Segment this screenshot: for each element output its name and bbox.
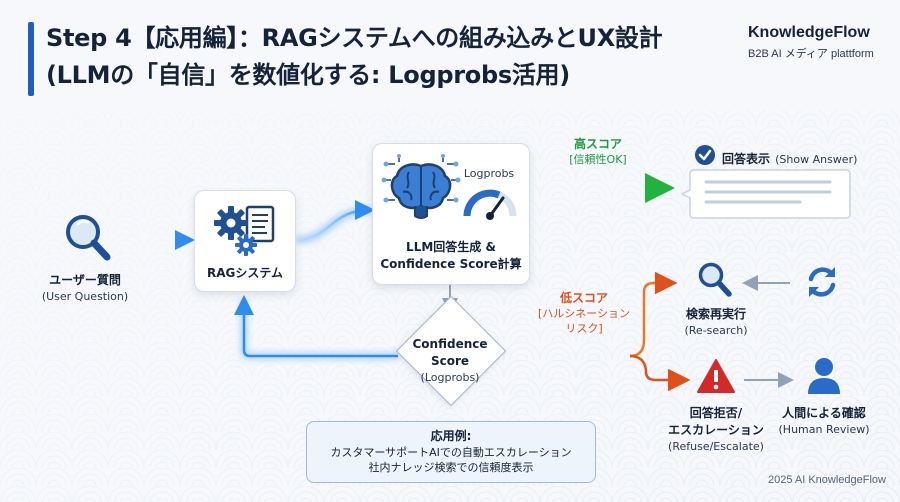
use-case-heading: 応用例: [430,429,472,443]
low-score-label: 低スコア [ハルシネーション リスク] [537,291,631,335]
logprobs-label: Logprobs [463,167,515,180]
use-case-line-1: カスタマーサポートAIでの自動エスカレーション [330,446,572,459]
brand-tagline: B2B AI メディア plattform [748,48,874,60]
check-icon [695,145,715,165]
show-answer-label: 回答表示 (Show Answer) [722,152,858,166]
llm-node: Logprobs LLM回答生成 & Confidence Score計算 [372,143,530,285]
user-question-search-icon [66,215,111,261]
user-question-label: ユーザー質問 (User Question) [41,273,129,303]
answer-speech-bubble [680,169,851,219]
brain-icon [381,154,461,219]
refuse-label: 回答拒否/ エスカレーション (Refuse/Escalate) [668,406,764,453]
edge-rag-to-llm [295,200,375,242]
edge-low-to-research [629,271,678,358]
use-case-line-2: 社内ナレッジ検索での信頼度表示 [368,461,534,474]
title-line-1: Step 4【応用編】：RAGシステムへの組み込みとUX設計 [46,24,663,52]
research-label: 検索再実行 (Re-search) [684,307,748,337]
warning-icon [697,359,735,393]
use-case-box: 応用例: カスタマーサポートAIでの自動エスカレーション 社内ナレッジ検索での信… [306,421,596,483]
title-accent-bar [28,22,34,96]
rag-system-node: RAGシステム [194,190,296,292]
edge-confidence-to-rag-glow [240,300,398,360]
footer-copyright: 2025 AI KnowledgeFlow [767,474,886,486]
edge-rag-to-llm-glow [295,206,373,244]
title-line-2: (LLMの「自信」を数値化する: Logprobs活用) [46,61,570,89]
gauge-icon [463,189,517,220]
high-score-label: 高スコア [信頼性OK] [569,137,627,166]
rag-system-label: RAGシステム [206,266,284,280]
human-review-label: 人間による確認 (Human Review) [778,406,870,436]
person-icon [808,358,840,394]
brand-block: KnowledgeFlow B2B AI メディア plattform [748,24,888,61]
page-title: Step 4【応用編】：RAGシステムへの組み込みとUX設計 (LLMの「自信」… [46,20,746,94]
llm-label: LLM回答生成 & Confidence Score計算 [380,240,522,271]
reload-icon [808,267,836,297]
research-search-icon [698,262,732,297]
edge-confidence-to-rag [234,295,398,358]
edge-low-to-refuse [629,354,691,392]
gears-document-icon [214,205,275,256]
confidence-score-label: Confidence Score (Logprobs) [412,337,488,384]
brand-name: KnowledgeFlow [748,24,870,41]
